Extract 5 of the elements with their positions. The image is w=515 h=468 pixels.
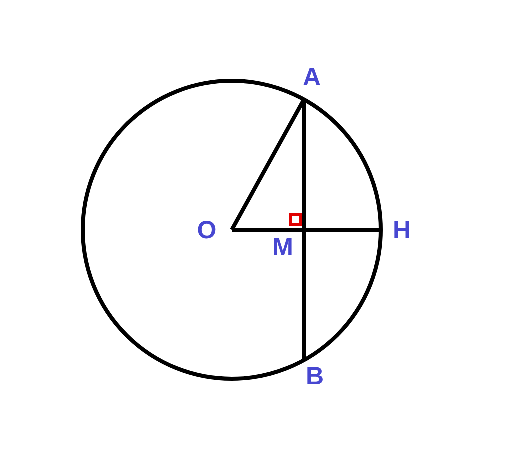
point-label: M <box>272 236 294 260</box>
point-label: O <box>197 218 217 244</box>
point-label: H <box>392 218 412 244</box>
point-label: A <box>302 66 322 90</box>
point-label: B <box>306 364 324 390</box>
